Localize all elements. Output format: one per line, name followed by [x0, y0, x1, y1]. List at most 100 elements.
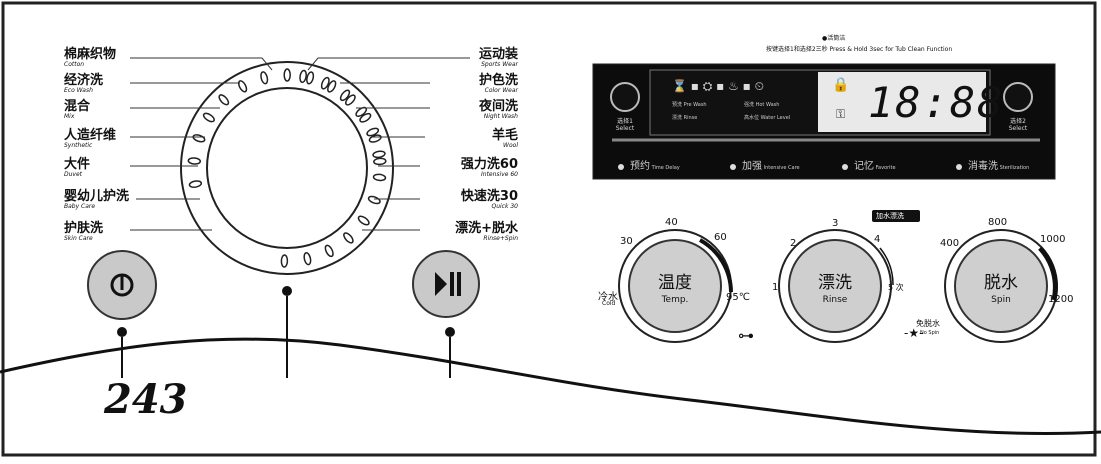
- spin-knob[interactable]: [944, 229, 1058, 343]
- option-2[interactable]: 记忆 Favorite: [842, 157, 896, 172]
- temp-tick-95: 95℃: [726, 292, 750, 303]
- program-position-indicator: [343, 232, 354, 244]
- program-position-indicator: [260, 71, 269, 85]
- program-label-en: Baby Care: [64, 203, 96, 210]
- select1-button[interactable]: [610, 82, 640, 112]
- program-label-zh: 棉麻织物: [64, 47, 117, 62]
- option-label-zh: 消毒洗: [968, 161, 998, 172]
- program-label-en: Night Wash: [483, 113, 518, 120]
- star-symbol: -★-: [904, 326, 924, 340]
- program-position-indicator: [299, 69, 307, 84]
- temp-tick-cold: 冷水: [598, 292, 618, 303]
- spin-tick-1000: 1000: [1040, 234, 1066, 245]
- program-position-indicator: [327, 80, 337, 93]
- program-label-zh: 婴幼儿护洗: [64, 189, 130, 204]
- legend-rinse: 漂洗 Rinse: [672, 115, 698, 121]
- option-1[interactable]: 加强 Intensive Care: [730, 157, 800, 172]
- spin-tick-1200: 1200: [1048, 294, 1074, 305]
- rinse-badge: [872, 210, 920, 222]
- power-button[interactable]: [87, 250, 157, 320]
- program-dial[interactable]: [180, 61, 394, 275]
- program-label-zh: 大件: [64, 157, 91, 172]
- program-label-en: Mix: [64, 113, 75, 120]
- option-label-en: Sterilization: [998, 165, 1030, 171]
- program-label-en: Sports Wear: [481, 61, 518, 68]
- program-position-indicator: [367, 195, 381, 205]
- spin-tick-nospin: 免脱水: [916, 319, 940, 328]
- power-callout-dot: [117, 327, 127, 337]
- program-position-indicator: [339, 89, 351, 102]
- program-label-zh: 夜间洗: [478, 99, 518, 114]
- option-3[interactable]: 消毒洗 Sterilization: [956, 157, 1029, 172]
- program-position-indicator: [187, 157, 202, 165]
- program-label-en: Rinse+Spin: [483, 235, 518, 242]
- start-pause-button[interactable]: [412, 250, 480, 318]
- option-label-en: Intensive Care: [762, 165, 800, 171]
- program-label-zh: 运动装: [478, 47, 518, 62]
- program-position-indicator: [283, 68, 291, 82]
- temp-tick-cold-en: Cold: [602, 300, 616, 307]
- rinse-knob[interactable]: [778, 229, 894, 343]
- lcd-time-window: [818, 72, 986, 132]
- program-label-en: Color Wear: [484, 87, 518, 94]
- spin-tick-400: 400: [940, 238, 960, 249]
- option-0[interactable]: 预约 Time Delay: [618, 157, 680, 172]
- program-position-indicator: [357, 215, 370, 226]
- legend-prewash: 预洗 Pre Wash: [672, 102, 707, 108]
- spin-tick-800: 800: [988, 217, 1008, 228]
- program-label-en: Eco Wash: [64, 87, 93, 94]
- program-position-indicator: [320, 76, 330, 90]
- select2-button[interactable]: [1003, 82, 1033, 112]
- select2-label: 选择2 Select: [1008, 118, 1028, 132]
- program-position-indicator: [202, 112, 215, 123]
- temp-knob[interactable]: [618, 229, 733, 343]
- callout-number: 243: [104, 376, 188, 423]
- option-label-zh: 记忆: [854, 161, 874, 172]
- program-label-zh: 强力洗60: [460, 157, 518, 172]
- temp-scale-arc: [698, 238, 733, 293]
- option-indicator-led: [618, 163, 624, 170]
- program-leader-lines: [130, 57, 470, 231]
- program-position-indicator: [345, 94, 356, 106]
- option-indicator-led: [842, 163, 848, 170]
- tub-clean-title: ●活筒洁: [822, 35, 846, 42]
- panel-border: [1, 1, 1097, 457]
- program-label-en: Intensive 60: [481, 171, 518, 178]
- program-label-zh: 人造纤维: [64, 128, 117, 143]
- temp-tick-60: 60: [714, 232, 727, 243]
- panel-curve: [0, 337, 1101, 436]
- program-position-indicator: [188, 180, 203, 188]
- time-display: 18:88: [868, 78, 1005, 127]
- tub-clean-hint: 按键选择1和选择2三秒 Press & Hold 3sec for Tub Cl…: [766, 46, 953, 53]
- dial-marker: [282, 286, 292, 296]
- option-indicator-led: [956, 163, 962, 170]
- rinse-tick-1: 1: [772, 282, 779, 293]
- program-label-zh: 羊毛: [491, 128, 518, 143]
- child-lock-symbol: ⊶: [738, 326, 754, 345]
- program-position-indicator: [324, 244, 334, 258]
- spin-scale-arc: [1038, 246, 1058, 301]
- program-position-indicator: [366, 127, 380, 137]
- rinse-scale-arc: [879, 247, 894, 286]
- option-label-zh: 预约: [630, 161, 650, 172]
- program-position-indicator: [303, 252, 312, 266]
- program-label-en: Synthetic: [64, 142, 93, 149]
- program-dial-indicators: [187, 68, 387, 268]
- program-position-indicator: [359, 112, 372, 123]
- option-label-zh: 加强: [742, 161, 762, 172]
- program-label-zh: 漂洗+脱水: [455, 221, 518, 236]
- cycle-phase-icons: ⌛ ▪ ⛭ ▪ ♨ ▪ ⏲: [672, 79, 764, 93]
- program-label-zh: 快速洗30: [460, 189, 518, 204]
- program-label-en: Wool: [503, 142, 518, 149]
